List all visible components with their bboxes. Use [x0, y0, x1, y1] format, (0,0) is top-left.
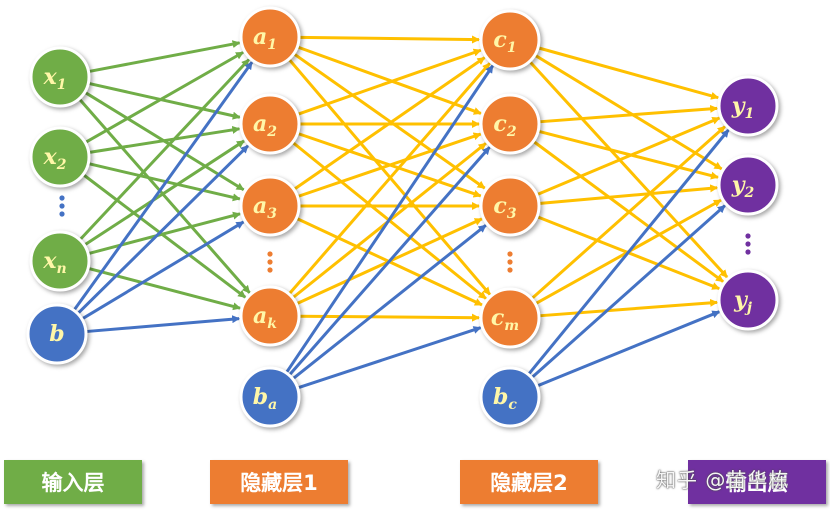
- node-label: b: [49, 321, 64, 347]
- node-circle: [239, 366, 301, 428]
- node-circle: [479, 287, 541, 349]
- ellipsis-dot: [59, 195, 65, 201]
- hidden-edge: [287, 62, 491, 296]
- bias-edge: [72, 61, 254, 312]
- input-edge: [87, 266, 241, 311]
- ellipsis-dot: [267, 259, 273, 265]
- node-circle: [717, 75, 779, 137]
- node-circle: [239, 6, 301, 68]
- ellipsis-dot: [267, 251, 273, 257]
- input-edge: [82, 173, 247, 299]
- ellipsis-dot: [507, 267, 513, 273]
- node-input-4: b: [26, 303, 88, 365]
- node-hidden1-3: a3: [239, 175, 301, 237]
- ellipsis-markers: [59, 195, 751, 273]
- hidden-edge: [298, 313, 481, 322]
- node-circle: [29, 230, 91, 292]
- bias-edge: [81, 220, 245, 321]
- input-edge: [87, 162, 241, 202]
- hidden-edge: [298, 35, 481, 44]
- node-circle: [239, 285, 301, 347]
- node-circle: [479, 366, 541, 428]
- ellipsis-dot: [745, 241, 751, 247]
- node-hidden2-2: c2: [479, 93, 541, 155]
- hidden-edge: [292, 52, 486, 190]
- bias-edge: [536, 310, 721, 388]
- node-circle: [26, 303, 88, 365]
- node-circle: [479, 9, 541, 71]
- bias-edge: [527, 129, 730, 376]
- input-edge: [87, 211, 241, 256]
- bias-edge: [85, 315, 241, 334]
- network-nodes: x1 x2 xn b a1 a2 a3 ak ba c1 c2 c3 cm bc y1 y2 yj: [26, 6, 779, 428]
- hidden-edge: [537, 46, 720, 100]
- input-edge: [84, 51, 244, 144]
- hidden-edge: [528, 60, 729, 279]
- hidden-edge: [538, 104, 719, 124]
- node-hidden1-1: a1: [239, 6, 301, 68]
- node-label: ak: [253, 303, 277, 332]
- input-edge: [83, 139, 245, 247]
- legend-hidden-layer-2: 隐藏层2: [460, 460, 598, 504]
- node-hidden1-4: ak: [239, 285, 301, 347]
- hidden-edge: [296, 48, 482, 116]
- node-circle: [239, 175, 301, 237]
- node-circle: [29, 46, 91, 108]
- ellipsis-dot: [745, 233, 751, 239]
- hidden-edge: [530, 125, 726, 300]
- legend-hidden-layer-1: 隐藏层1: [210, 460, 348, 504]
- hidden-edge: [292, 56, 486, 191]
- ellipsis-dot: [59, 203, 65, 209]
- bias-edge: [530, 204, 726, 379]
- watermark: 知乎 @苗华栋: [656, 468, 790, 492]
- node-hidden2-1: c1: [479, 9, 541, 71]
- ellipsis-dot: [267, 267, 273, 273]
- bias-edge: [284, 64, 494, 374]
- node-output-1: y1: [717, 75, 779, 137]
- input-edge: [88, 125, 241, 154]
- node-hidden1-5: ba: [239, 366, 301, 428]
- node-circle: [29, 126, 91, 188]
- node-circle: [717, 154, 779, 216]
- ellipsis-dot: [59, 211, 65, 217]
- ellipsis-dot: [745, 249, 751, 255]
- legend-output-layer: 输出层: [688, 460, 826, 504]
- node-input-1: x1: [29, 46, 91, 108]
- node-output-3: yj: [717, 269, 779, 331]
- hidden-edge: [537, 129, 719, 180]
- node-hidden2-3: c3: [479, 175, 541, 237]
- node-input-2: x2: [29, 126, 91, 188]
- node-hidden2-5: bc: [479, 366, 541, 428]
- node-hidden1-2: a2: [239, 93, 301, 155]
- node-circle: [717, 269, 779, 331]
- input-edge: [78, 58, 250, 241]
- hidden-edge: [536, 116, 721, 197]
- connection-edges: [72, 35, 730, 390]
- ellipsis-dot: [507, 251, 513, 257]
- ellipsis-dot: [507, 259, 513, 265]
- node-circle: [479, 175, 541, 237]
- bias-edge: [288, 146, 491, 377]
- hidden-edge: [296, 132, 482, 199]
- hidden-edge: [538, 184, 719, 205]
- node-input-3: xn: [29, 230, 91, 292]
- bias-edge: [291, 224, 487, 381]
- node-circle: [479, 93, 541, 155]
- bias-edge: [76, 144, 249, 315]
- bias-edge: [297, 326, 482, 390]
- node-circle: [239, 93, 301, 155]
- node-output-2: y2: [717, 154, 779, 216]
- hidden-edge: [538, 298, 719, 318]
- hidden-edge: [296, 45, 482, 115]
- input-edge: [87, 81, 241, 120]
- node-hidden2-4: cm: [479, 287, 541, 349]
- hidden-edge: [533, 53, 723, 171]
- input-edge: [88, 40, 241, 74]
- legend-input-layer: 输入层: [4, 460, 142, 504]
